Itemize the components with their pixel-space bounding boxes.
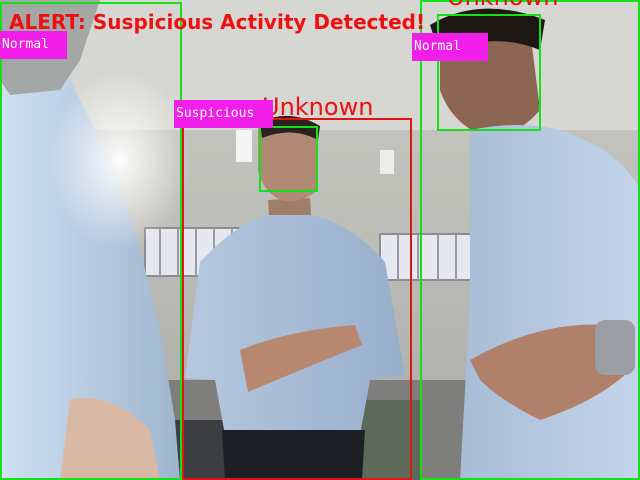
person-box-center <box>182 118 412 480</box>
status-tag-right: Normal <box>412 33 488 61</box>
face-box-right <box>437 14 541 131</box>
face-box-center <box>259 126 318 192</box>
identity-label-center: Unknown <box>262 93 374 121</box>
alert-text: ALERT: Suspicious Activity Detected! <box>9 10 426 34</box>
status-tag-left: Normal <box>0 31 67 59</box>
person-box-left <box>0 2 182 480</box>
person-box-right <box>420 0 640 480</box>
status-tag-center: Suspicious <box>174 100 273 128</box>
identity-label-right: Unknown <box>447 0 558 12</box>
